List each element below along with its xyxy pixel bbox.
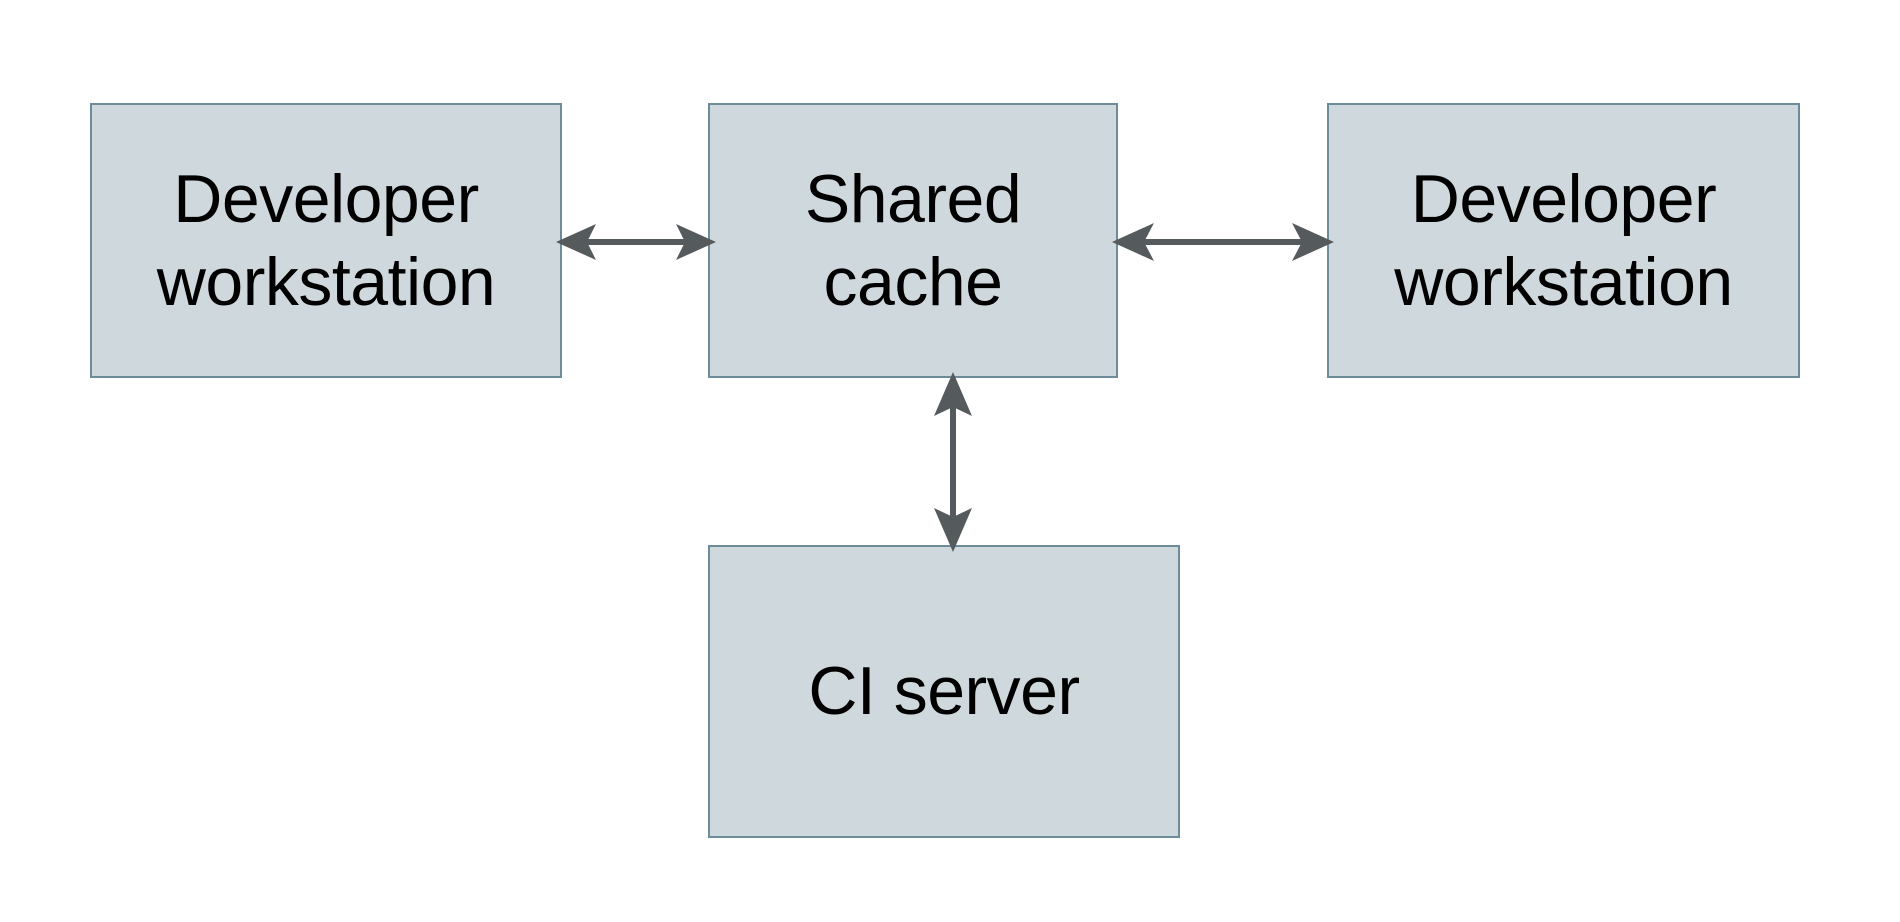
double-headed-arrow-vertical-icon [934,372,972,552]
node-shared-cache[interactable]: Shared cache [708,103,1118,378]
connector-shared-cache-to-ci-server[interactable] [923,372,983,552]
node-ci-server[interactable]: CI server [708,545,1180,838]
connector-developer-left-to-shared-cache[interactable] [556,212,716,272]
double-headed-arrow-horizontal-icon [556,224,716,260]
double-headed-arrow-horizontal-icon [1112,223,1334,261]
node-developer-workstation-left[interactable]: Developer workstation [90,103,562,378]
connector-shared-cache-to-developer-right[interactable] [1112,212,1334,272]
node-developer-workstation-right[interactable]: Developer workstation [1327,103,1800,378]
